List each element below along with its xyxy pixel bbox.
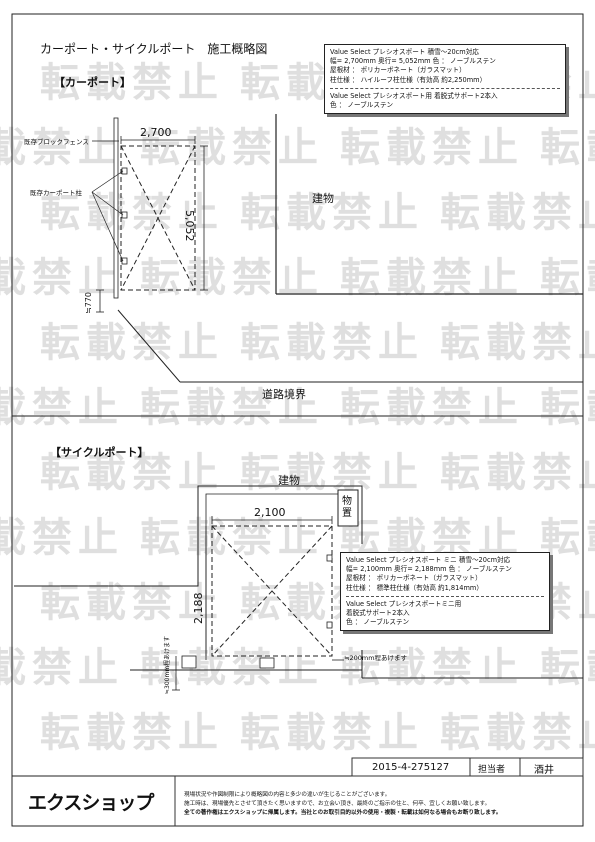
cycleport-building-label: 建物 xyxy=(278,474,300,487)
person-label: 担当者 xyxy=(478,765,506,775)
cycleport-roof xyxy=(211,525,333,657)
spec-line: Value Select プレシオスポート ミニ 積雪～20cm対応 xyxy=(346,556,511,564)
carport-building-label: 建物 xyxy=(312,192,334,205)
spec-line: Value Select プレシオスポート 積雪～20cm対応 xyxy=(330,48,479,56)
spec-line: 屋根材 ： ポリカーボネート（ガラスマット） xyxy=(346,574,482,583)
carport-depth-dim: 5,052 xyxy=(183,210,196,242)
person-name: 酒井 xyxy=(534,765,554,776)
carport-spec-box: Value Select プレシオスポート 積雪～20cm対応 幅= 2,700… xyxy=(324,44,566,115)
company-logo: エクスショップ xyxy=(28,792,154,814)
leader-line xyxy=(91,191,124,216)
label-block-fence: 既存ブロックフェンス xyxy=(24,138,89,146)
cycleport-depth-dim: 2,188 xyxy=(192,592,205,625)
carport-post xyxy=(121,211,128,219)
spec-line: Value Select プレシオスポート用 着脱式サポート2本入 xyxy=(330,91,498,100)
spec-separator xyxy=(330,87,560,89)
page-border xyxy=(11,13,584,827)
doc-number: 2015-4-275127 xyxy=(372,762,450,773)
spec-line: 幅= 2,700mm 奥行= 5,052mm 色 ： ノーブルステン xyxy=(330,57,496,66)
carport-roof-diagonal xyxy=(120,145,196,291)
block-fence xyxy=(113,117,119,299)
carport-offset-dim: ≒770 xyxy=(84,292,93,314)
spec-line: 柱仕様 ： ハイルーフ柱仕様（有効高 約2,250mm） xyxy=(330,75,487,84)
spec-line: 着脱式サポート2本入 xyxy=(346,609,410,618)
cycleport-heading: 【サイクルポート】 xyxy=(50,446,149,459)
spec-separator xyxy=(346,595,544,597)
footer-note: 施工時は、現場優先とさせて頂きたく思いますので、お立会い頂き、最終のご指示の住と… xyxy=(184,801,491,807)
label-existing-posts: 既存カーポート柱 xyxy=(30,189,82,197)
cycleport-post xyxy=(326,621,333,629)
footer-doc-box xyxy=(351,757,584,777)
spec-line: 柱仕様 ： 標準柱仕様（有効高 約1,814mm） xyxy=(346,583,483,592)
cycleport-width-dim: 2,100 xyxy=(254,506,286,519)
spec-line: 幅= 2,100mm 奥行= 2,188mm 色 ： ノーブルステン xyxy=(346,565,512,574)
carport-roof xyxy=(120,145,196,291)
cycleport-roof-diagonal xyxy=(211,525,333,657)
block-marker xyxy=(259,657,275,669)
carport-post xyxy=(121,257,128,265)
spec-line: 屋根材 ： ポリカーボネート（ガラスマット） xyxy=(330,66,466,75)
spec-line: Value Select プレシオスポートミニ用 xyxy=(346,599,462,608)
page-title: カーポート・サイクルポート 施工概略図 xyxy=(40,42,268,56)
cycleport-post xyxy=(326,554,333,562)
leader-line xyxy=(91,191,124,262)
block-marker xyxy=(181,655,197,669)
fence-diagonal xyxy=(117,309,181,383)
cycleport-side-gap-dim: ≒200mm程あけます xyxy=(344,654,408,662)
storage-shed-label: 物置 xyxy=(342,496,352,519)
storage-shed xyxy=(337,489,359,527)
spec-line: 色 ： ノーブルステン xyxy=(346,618,410,627)
footer-note: 現場状況や作図制限により概略図の内容と多少の違いが生じることがございます。 xyxy=(184,792,391,798)
carport-width-dim: 2,700 xyxy=(140,126,172,139)
carport-post xyxy=(121,167,128,175)
footer-note: 全ての著作権はエクスショップに帰属します。当社とのお取引目的以外の使用・複製・転… xyxy=(184,810,502,816)
cycleport-front-gap-dim: ≒300mm程あけます xyxy=(164,635,171,694)
spec-line: 色 ： ノーブルステン xyxy=(330,101,394,110)
road-boundary-label: 道路境界 xyxy=(262,388,306,401)
cycleport-spec-box: Value Select プレシオスポート ミニ 積雪～20cm対応 幅= 2,… xyxy=(340,552,550,632)
leader-line xyxy=(91,170,124,193)
carport-heading: 【カーポート】 xyxy=(54,76,131,89)
cycleport-building-wall xyxy=(14,485,363,587)
